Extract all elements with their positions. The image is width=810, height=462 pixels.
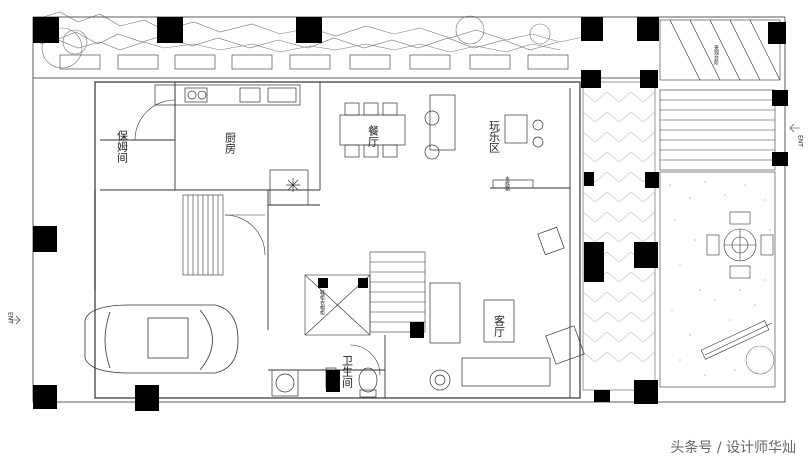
label-kitchen: 厨房 <box>224 132 237 155</box>
entry-markers <box>10 123 800 325</box>
central-stair <box>304 251 426 336</box>
label-aquarium: 水族箱 <box>504 175 510 192</box>
label-bath: 卫生间 <box>341 355 354 389</box>
garden-bench <box>700 320 773 360</box>
side-ramp <box>659 19 781 81</box>
gravel-courtyard <box>659 171 776 388</box>
garage-steps <box>182 194 224 276</box>
label-dining: 餐厅 <box>367 124 380 147</box>
play-table <box>492 114 544 189</box>
label-living: 客厅 <box>493 314 506 337</box>
door-arcs <box>134 99 381 376</box>
dining-set <box>339 102 406 158</box>
label-entry-cabinet: 鞋柜衣帽柜 <box>319 289 325 316</box>
label-play: 玩乐区 <box>488 120 501 153</box>
planter-boxes <box>59 54 569 70</box>
patio-table <box>706 211 774 279</box>
herringbone-terrace <box>582 81 656 391</box>
label-side-stair: 景观台阶 <box>713 44 719 66</box>
top-garden <box>39 11 775 375</box>
car <box>84 304 239 374</box>
watermark: 头条号 / 设计师华灿 <box>670 440 796 456</box>
bar-stools <box>424 94 456 160</box>
kitchen-counters <box>154 84 309 206</box>
label-ent-right: ENT <box>797 135 804 147</box>
columns <box>33 17 788 411</box>
exterior-walls <box>94 81 581 399</box>
living-sofa <box>429 226 585 391</box>
entry-steps <box>659 89 776 171</box>
label-ent-left: ENT <box>7 312 14 324</box>
site-boundary <box>32 16 786 403</box>
label-storage: 保姆间 <box>116 129 129 164</box>
bathroom-fixtures <box>271 367 378 398</box>
